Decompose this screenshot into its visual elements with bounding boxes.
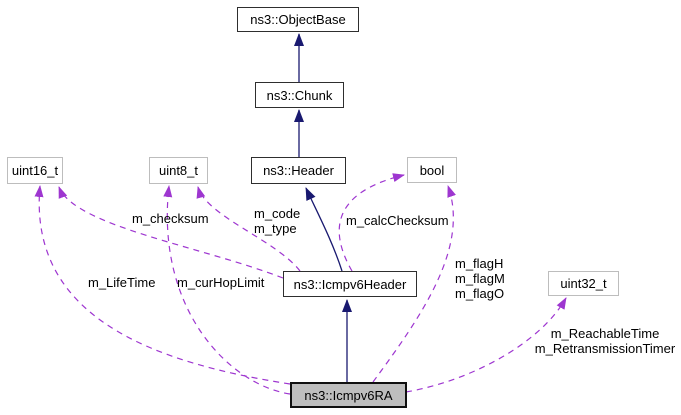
node-ns3-icmpv6ra: ns3::Icmpv6RA	[290, 382, 407, 408]
node-ns3-chunk[interactable]: ns3::Chunk	[255, 82, 344, 108]
usage-edge-checksum	[58, 186, 284, 279]
edge-label-flags: m_flagH m_flagM m_flagO	[455, 256, 505, 301]
node-ns3-objectbase[interactable]: ns3::ObjectBase	[237, 7, 359, 32]
usage-edge-calc-checksum	[338, 173, 405, 272]
node-uint8-t: uint8_t	[149, 157, 208, 184]
edge-label-checksum: m_checksum	[132, 211, 209, 226]
node-label: ns3::Header	[263, 163, 334, 178]
usage-edge-reachable-retransmission	[405, 297, 567, 393]
inheritance-edge-icmpv6header-header	[305, 187, 343, 272]
usage-edge-cur-hop-limit	[163, 185, 291, 395]
edge-label-reachable-retransmission: m_ReachableTime m_RetransmissionTimer	[534, 326, 676, 356]
node-label: ns3::ObjectBase	[250, 12, 346, 27]
node-label: ns3::Icmpv6Header	[293, 276, 407, 292]
usage-edge-code-type	[196, 186, 301, 272]
node-uint32-t: uint32_t	[548, 271, 619, 296]
edge-label-code-type: m_code m_type	[254, 206, 301, 236]
edge-label-calc-checksum: m_calcChecksum	[346, 213, 449, 228]
node-bool: bool	[407, 157, 457, 183]
node-label: bool	[419, 162, 445, 178]
node-label: uint8_t	[158, 163, 199, 178]
node-ns3-icmpv6header[interactable]: ns3::Icmpv6Header	[283, 271, 417, 297]
usage-edge-life-time	[34, 185, 291, 385]
edge-label-cur-hop-limit: m_curHopLimit	[177, 275, 265, 290]
edge-label-life-time: m_LifeTime	[88, 275, 156, 290]
node-ns3-header[interactable]: ns3::Header	[251, 157, 346, 184]
node-label: uint16_t	[11, 163, 59, 178]
node-uint16-t: uint16_t	[7, 157, 63, 184]
node-label: ns3::Icmpv6RA	[304, 387, 393, 403]
node-label: uint32_t	[560, 276, 607, 291]
node-label: ns3::Chunk	[266, 87, 333, 103]
